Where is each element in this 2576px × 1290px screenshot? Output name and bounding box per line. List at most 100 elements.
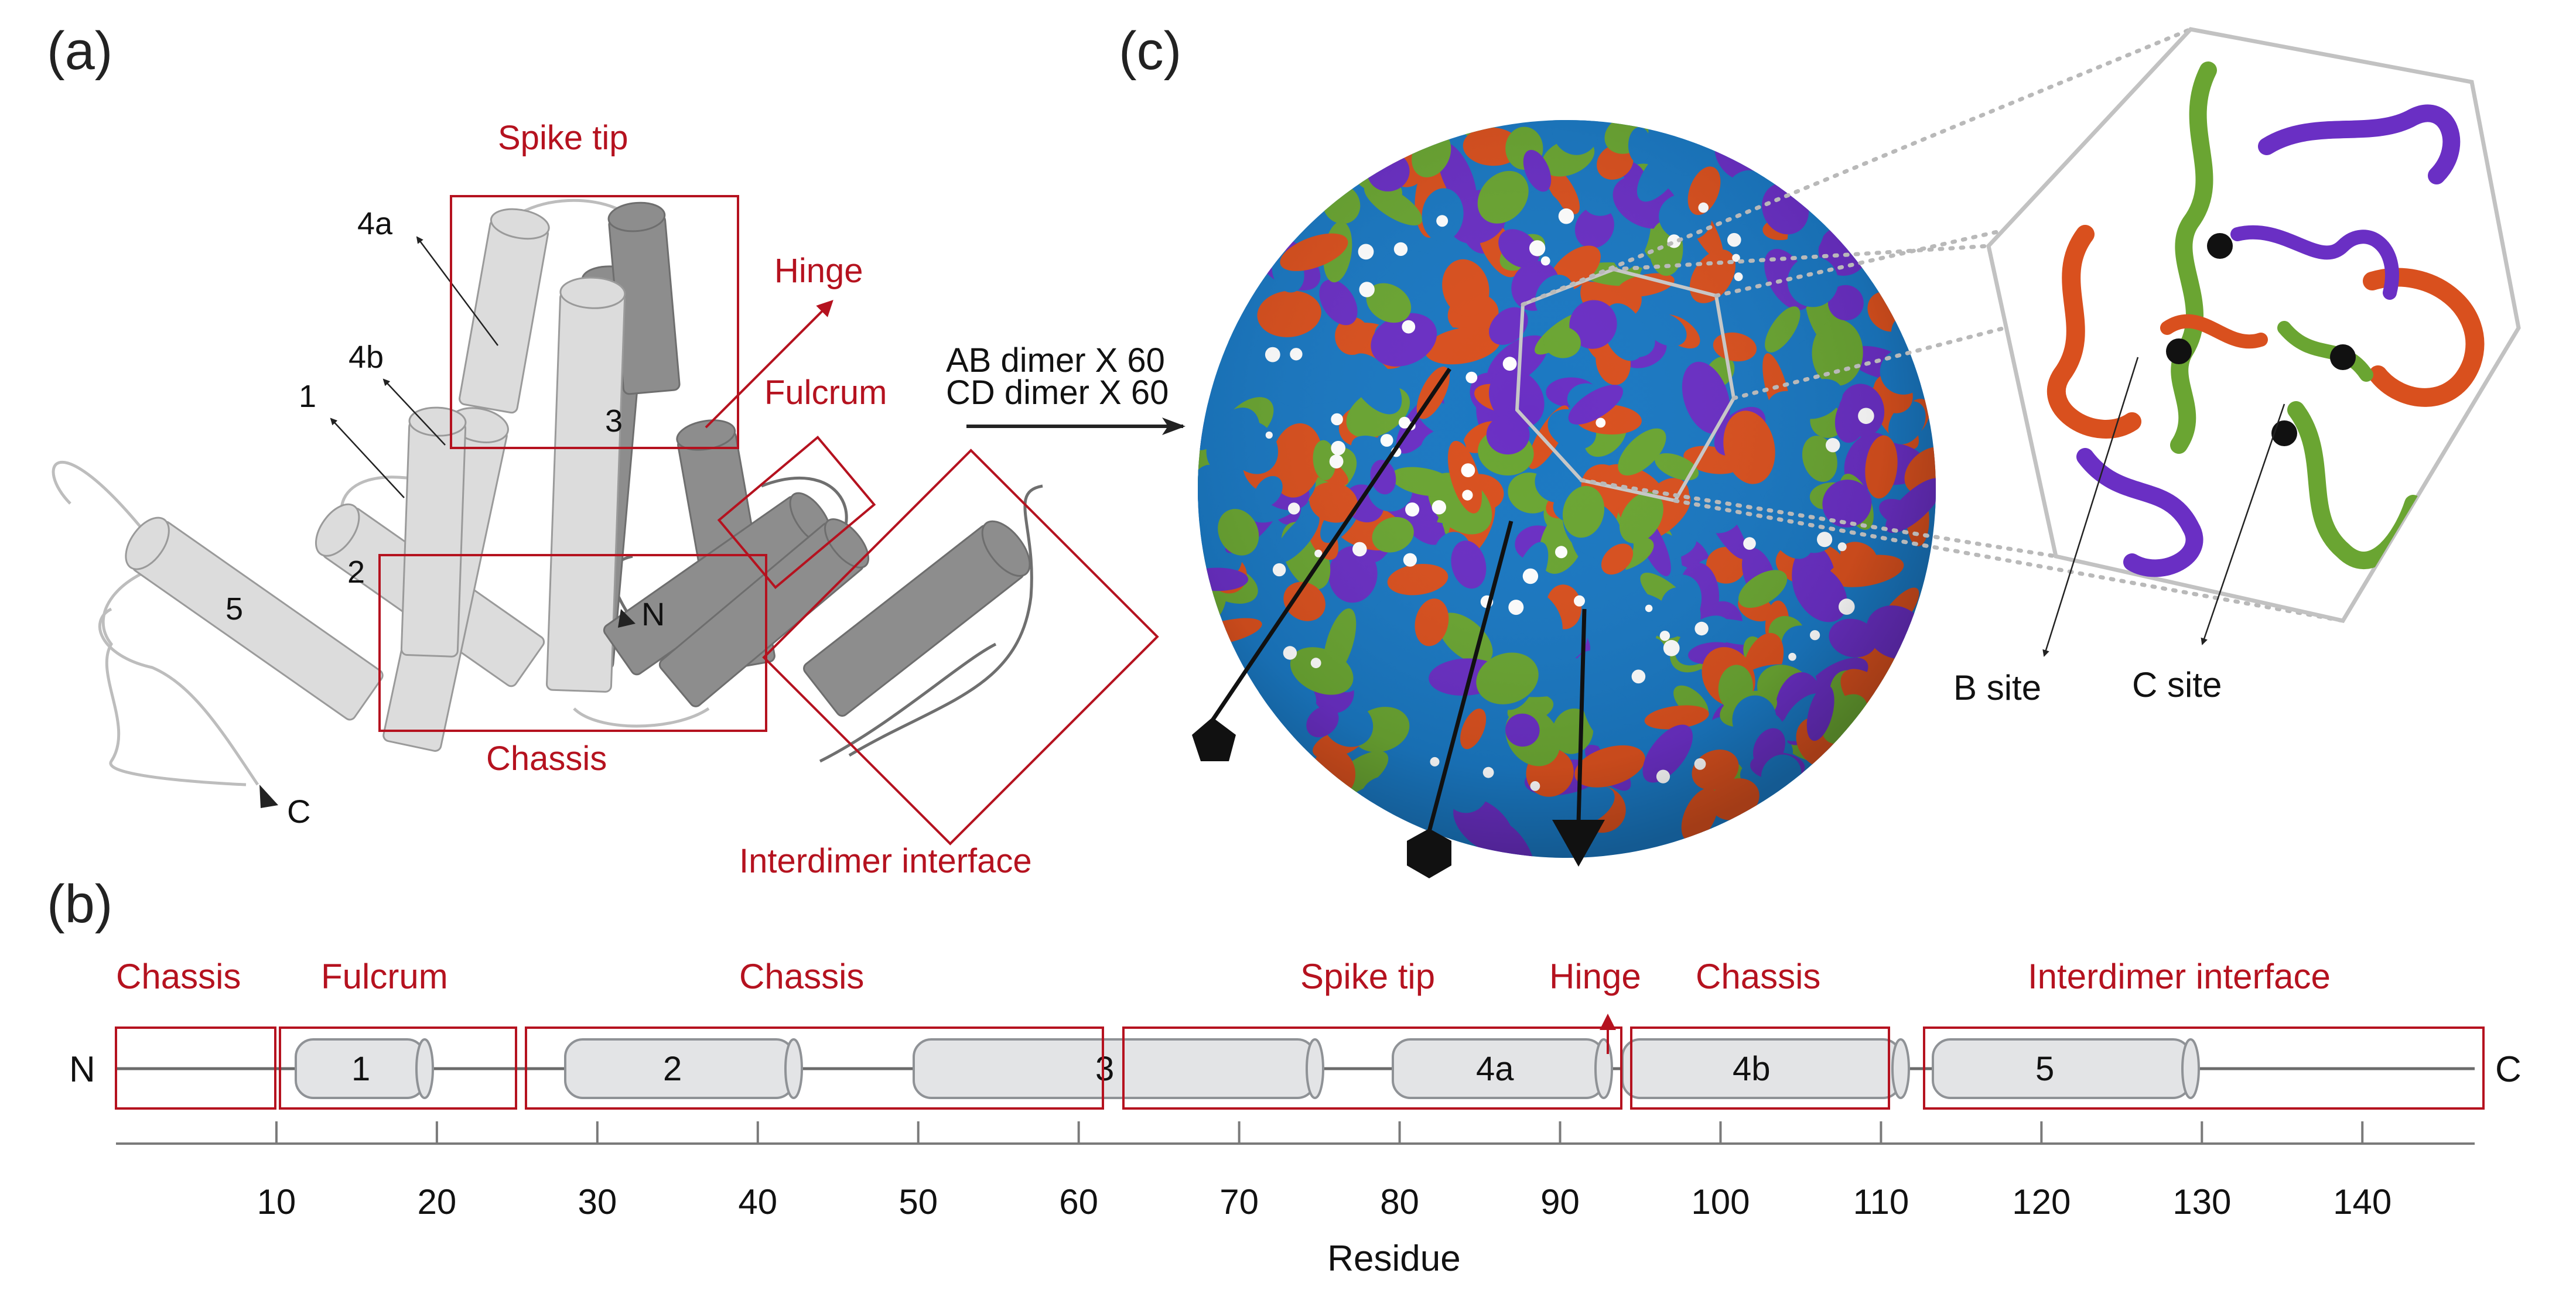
chain-purple-3	[2230, 225, 2399, 300]
seq-n-terminus: N	[69, 1049, 95, 1090]
loop-c-tail	[98, 607, 259, 786]
seq-box-chassis-2	[525, 1026, 1104, 1110]
residue-axis-label: Residue	[1327, 1238, 1460, 1279]
hexagon-marker	[1407, 829, 1451, 878]
seq-label-interdimer: Interdimer interface	[2028, 957, 2331, 996]
axis-tick-label-90: 90	[1540, 1182, 1580, 1221]
loop-chassis-bottom	[573, 707, 710, 728]
chain-green-1	[2170, 61, 2217, 454]
b-site-arrow	[2042, 357, 2139, 657]
seq-c-terminus: C	[2495, 1049, 2522, 1090]
seq-helix-4b: 4b	[1621, 1038, 1910, 1099]
helix-label-4a: 4a	[357, 206, 393, 241]
interdimer-box	[762, 449, 1159, 846]
axis-fivefold-1	[1211, 368, 1451, 721]
helix-label-3: 3	[605, 403, 623, 439]
seq-label-chassis-1: Chassis	[116, 957, 241, 996]
axis-tick-label-30: 30	[578, 1182, 617, 1221]
helix-2-partner	[658, 518, 870, 707]
helix-label-1: 1	[299, 379, 316, 414]
chain-orange-1	[2047, 225, 2141, 439]
chain-orange-2	[2363, 268, 2485, 407]
arrow-1	[330, 418, 405, 498]
axis-tick-label-20: 20	[418, 1182, 457, 1221]
sequence-helices: 1 2 3 4a 4b	[295, 1038, 2200, 1099]
hinge-arrow	[705, 300, 833, 429]
hexamer-zoom	[1986, 27, 2521, 623]
axis-tick-label-140: 140	[2333, 1182, 2391, 1221]
helix-4a	[459, 208, 550, 414]
arrow-4b	[382, 378, 446, 446]
capsid-structure	[1198, 120, 1936, 858]
seq-box-interdimer	[1923, 1026, 2485, 1110]
c-terminus-label: C	[287, 793, 310, 830]
seq-label-chassis-2: Chassis	[739, 957, 864, 996]
helix-4b	[400, 406, 467, 658]
axis-tick-label-60: 60	[1059, 1182, 1098, 1221]
panel-b: (b) N C 1 2 3 4a	[47, 874, 2522, 1279]
n-terminus-label: N	[641, 596, 665, 632]
chassis-box	[378, 554, 767, 732]
axis-tick-label-130: 130	[2172, 1182, 2231, 1221]
seq-box-chassis-3	[1630, 1026, 1890, 1110]
seq-helix-5-label: 5	[2035, 1050, 2054, 1088]
helix-label-4b: 4b	[349, 340, 384, 375]
c-site-label: C site	[2132, 665, 2222, 704]
axis-sixfold	[1427, 521, 1514, 832]
triangle-marker	[1552, 820, 1605, 867]
assembly-label-ab: AB dimer X 60	[946, 341, 1165, 379]
chain-purple-2	[2076, 448, 2203, 577]
seq-helix-4b-label: 4b	[1733, 1050, 1771, 1088]
zoom-lines	[1521, 27, 2345, 623]
seq-helix-3-label: 3	[1095, 1050, 1114, 1088]
chain-purple-1	[2258, 104, 2461, 184]
seq-label-chassis-3: Chassis	[1696, 957, 1820, 996]
helix-label-2: 2	[347, 555, 365, 590]
fulcrum-label: Fulcrum	[764, 374, 887, 412]
hinge-label: Hinge	[774, 252, 863, 290]
assembly-label-cd: CD dimer X 60	[946, 374, 1169, 412]
seq-helix-4a-label: 4a	[1476, 1050, 1514, 1088]
seq-helix-2: 2	[564, 1038, 803, 1099]
c-site-arrow	[2201, 403, 2285, 645]
helix-5	[125, 516, 384, 721]
axis-tick-label-40: 40	[738, 1182, 777, 1221]
seq-box-spike-tip	[1122, 1026, 1622, 1110]
spike-tip-label: Spike tip	[498, 119, 628, 157]
n-terminus-arrow	[618, 609, 636, 628]
seq-helix-3: 3	[913, 1038, 1324, 1099]
chain-green-3	[2277, 321, 2373, 382]
seq-helix-1-label: 1	[351, 1050, 370, 1088]
axis-tick-label-50: 50	[898, 1182, 938, 1221]
seq-box-fulcrum	[279, 1026, 517, 1110]
pentagon-marker-1	[1192, 717, 1236, 761]
b-site-label: B site	[1953, 668, 2041, 707]
chassis-label: Chassis	[486, 740, 607, 778]
panel-c: (c) AB dimer X 60 CD dimer X 60	[946, 21, 2521, 878]
panel-a-letter: (a)	[47, 21, 112, 81]
seq-helix-2-label: 2	[663, 1050, 682, 1088]
panel-a: (a)	[47, 21, 1159, 880]
chain-orange-3	[2160, 314, 2268, 349]
axis-tick-label-80: 80	[1380, 1182, 1419, 1221]
spike-tip-box	[450, 195, 739, 449]
helix-5-partner	[803, 520, 1031, 717]
loop-c-terminal	[52, 460, 247, 786]
seq-helix-5: 5	[1932, 1038, 2200, 1099]
axis-tick-label-100: 100	[1691, 1182, 1750, 1221]
seq-helix-4a: 4a	[1392, 1038, 1613, 1099]
axis-tick-label-70: 70	[1219, 1182, 1259, 1221]
c-terminus-arrow	[259, 785, 278, 808]
helix-3	[546, 276, 626, 693]
panel-b-letter: (b)	[47, 874, 112, 934]
seq-box-chassis-1	[115, 1026, 276, 1110]
axis-tick-label-10: 10	[257, 1182, 296, 1221]
axis-tick-label-110: 110	[1853, 1182, 1909, 1221]
hexamer-outline	[1515, 267, 1736, 503]
axis-threefold	[1576, 608, 1587, 823]
arrow-4a	[416, 236, 499, 346]
helix-label-5: 5	[226, 591, 243, 627]
seq-label-hinge: Hinge	[1549, 957, 1641, 996]
